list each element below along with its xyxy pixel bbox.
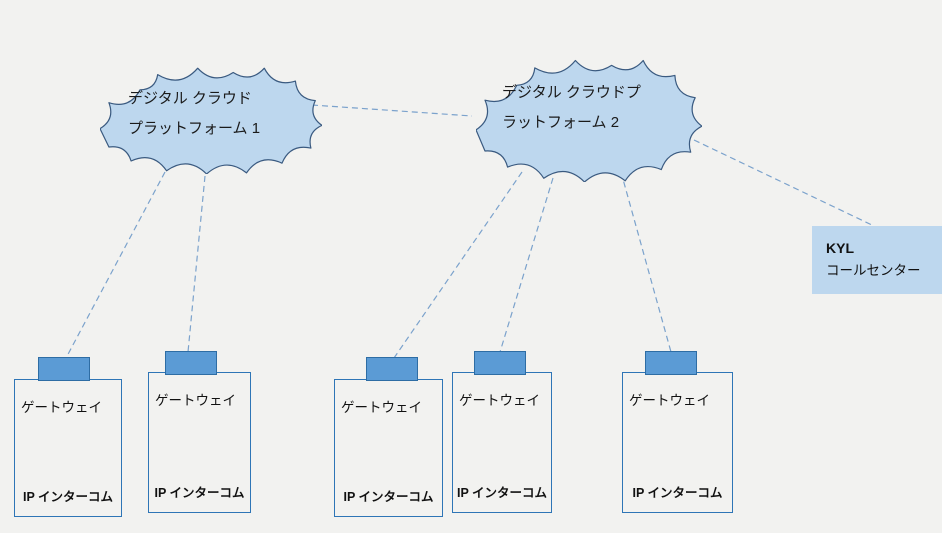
gateway-box-4[interactable]: ゲートウェイ IP インターコム — [452, 372, 552, 513]
gateway-subtitle-3: IP インターコム — [343, 490, 434, 504]
cloud-platform-2-line1: デジタル クラウドプ — [502, 84, 641, 101]
gateway-title-1: ゲートウェイ — [21, 400, 102, 415]
call-center-subtitle: コールセンター — [826, 263, 921, 278]
gateway-subtitle-5: IP インターコム — [632, 486, 723, 500]
gateway-connector-5[interactable] — [645, 351, 697, 375]
gateway-title-2: ゲートウェイ — [155, 393, 236, 408]
link-cloud1-gw1 — [65, 171, 166, 359]
call-center-title: KYL — [826, 240, 854, 256]
cloud-platform-1-path — [100, 67, 322, 174]
gateway-subtitle-4: IP インターコム — [456, 486, 548, 500]
link-cloud2-gw5 — [620, 171, 672, 353]
link-cloud2-gw3 — [393, 171, 523, 359]
gateway-connector-3[interactable] — [366, 357, 418, 381]
gateway-connector-1[interactable] — [38, 357, 90, 381]
link-cloud1-gw2 — [187, 175, 206, 353]
gateway-box-2[interactable]: ゲートウェイ IP インターコム — [148, 372, 251, 513]
cloud-platform-2-label: デジタル クラウドプ ラットフォーム 2 — [502, 78, 641, 138]
call-center-box[interactable]: KYL コールセンター — [812, 226, 942, 294]
gateway-box-3[interactable]: ゲートウェイ IP インターコム — [334, 379, 443, 517]
cloud-platform-1-line1: デジタル クラウド — [128, 90, 252, 107]
gateway-box-1[interactable]: ゲートウェイ IP インターコム — [14, 379, 122, 517]
link-cloud2-gw4 — [499, 177, 554, 353]
gateway-subtitle-1: IP インターコム — [22, 490, 114, 504]
link-cloud1-cloud2 — [311, 104, 473, 117]
gateway-subtitle-2: IP インターコム — [154, 486, 245, 500]
link-cloud2-callcenter — [693, 139, 875, 227]
gateway-connector-2[interactable] — [165, 351, 217, 375]
gateway-title-4: ゲートウェイ — [459, 393, 540, 408]
cloud-platform-2-path — [476, 59, 702, 182]
gateway-box-5[interactable]: ゲートウェイ IP インターコム — [622, 372, 733, 513]
gateway-title-3: ゲートウェイ — [341, 400, 422, 415]
gateway-title-5: ゲートウェイ — [629, 393, 710, 408]
cloud-platform-2-line2: ラットフォーム 2 — [502, 114, 620, 131]
cloud-platform-1-shape[interactable] — [100, 66, 322, 174]
cloud-platform-1-label: デジタル クラウド プラットフォーム 1 — [128, 84, 260, 144]
gateway-connector-4[interactable] — [474, 351, 526, 375]
cloud-platform-1-line2: プラットフォーム 1 — [128, 120, 261, 137]
cloud-platform-2-shape[interactable] — [476, 58, 702, 182]
